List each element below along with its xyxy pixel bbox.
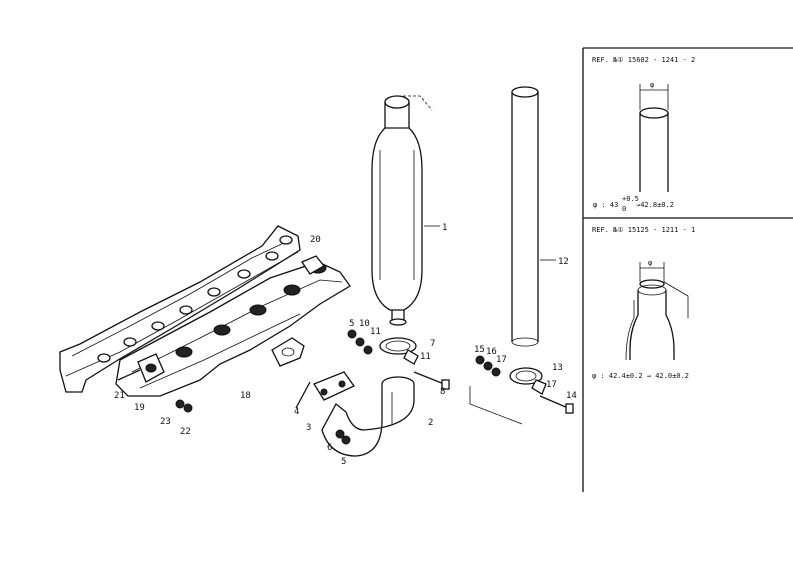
ref-bottom-phi: φ [648, 259, 652, 267]
callout-17-left: 17 [496, 355, 507, 365]
ref-top-tol-upper: +0.5 [622, 195, 639, 203]
callout-10: 10 [359, 319, 370, 329]
ref-top-spec-tail: →42.8±0.2 [636, 201, 674, 209]
callout-21: 21 [114, 391, 125, 401]
callout-11-right: 11 [420, 352, 431, 362]
callout-5-top: 5 [349, 319, 354, 329]
callout-23: 23 [160, 417, 171, 427]
callout-11-top: 11 [370, 327, 381, 337]
tail-pipe [511, 86, 556, 347]
tail-pipe-clamp [469, 355, 574, 425]
callout-12: 12 [558, 257, 569, 267]
callout-7: 7 [430, 339, 435, 349]
callout-14: 14 [566, 391, 577, 401]
callout-2: 2 [428, 418, 433, 428]
callout-20: 20 [310, 235, 321, 245]
callout-15: 15 [474, 345, 485, 355]
callout-22: 22 [180, 427, 191, 437]
callout-18: 18 [240, 391, 251, 401]
exhaust-manifold-assembly [59, 225, 351, 413]
callout-labels: 1 2 3 4 5 5 6 7 8 10 11 11 12 13 14 15 1… [114, 223, 577, 467]
callout-8: 8 [440, 387, 445, 397]
callout-16: 16 [486, 347, 497, 357]
muffler-clamp [347, 329, 450, 390]
ref-top-phi: φ [650, 81, 654, 89]
ref-bottom-label: REF. №① 15125 - 1211 - 1 [592, 226, 695, 234]
ref-bottom-spec: φ : 42.4±0.2 → 42.0±0.2 [592, 372, 689, 380]
callout-19: 19 [134, 403, 145, 413]
callout-4: 4 [294, 407, 299, 417]
ref-top-spec: φ : 43 [593, 201, 618, 209]
reference-panels: REF. №① 15602 - 1241 - 2 φ φ : 43 +0.5 0… [582, 47, 793, 492]
callout-1: 1 [442, 223, 447, 233]
callout-6: 6 [327, 443, 332, 453]
callout-17-right: 17 [546, 380, 557, 390]
callout-3: 3 [306, 423, 311, 433]
ref-top-tol-lower: 0 [622, 205, 626, 213]
ref-top-label: REF. №① 15602 - 1241 - 2 [592, 56, 695, 64]
callout-5-bottom: 5 [341, 457, 346, 467]
exhaust-pipe-elbow [313, 371, 415, 457]
muffler [371, 95, 440, 326]
callout-13: 13 [552, 363, 563, 373]
